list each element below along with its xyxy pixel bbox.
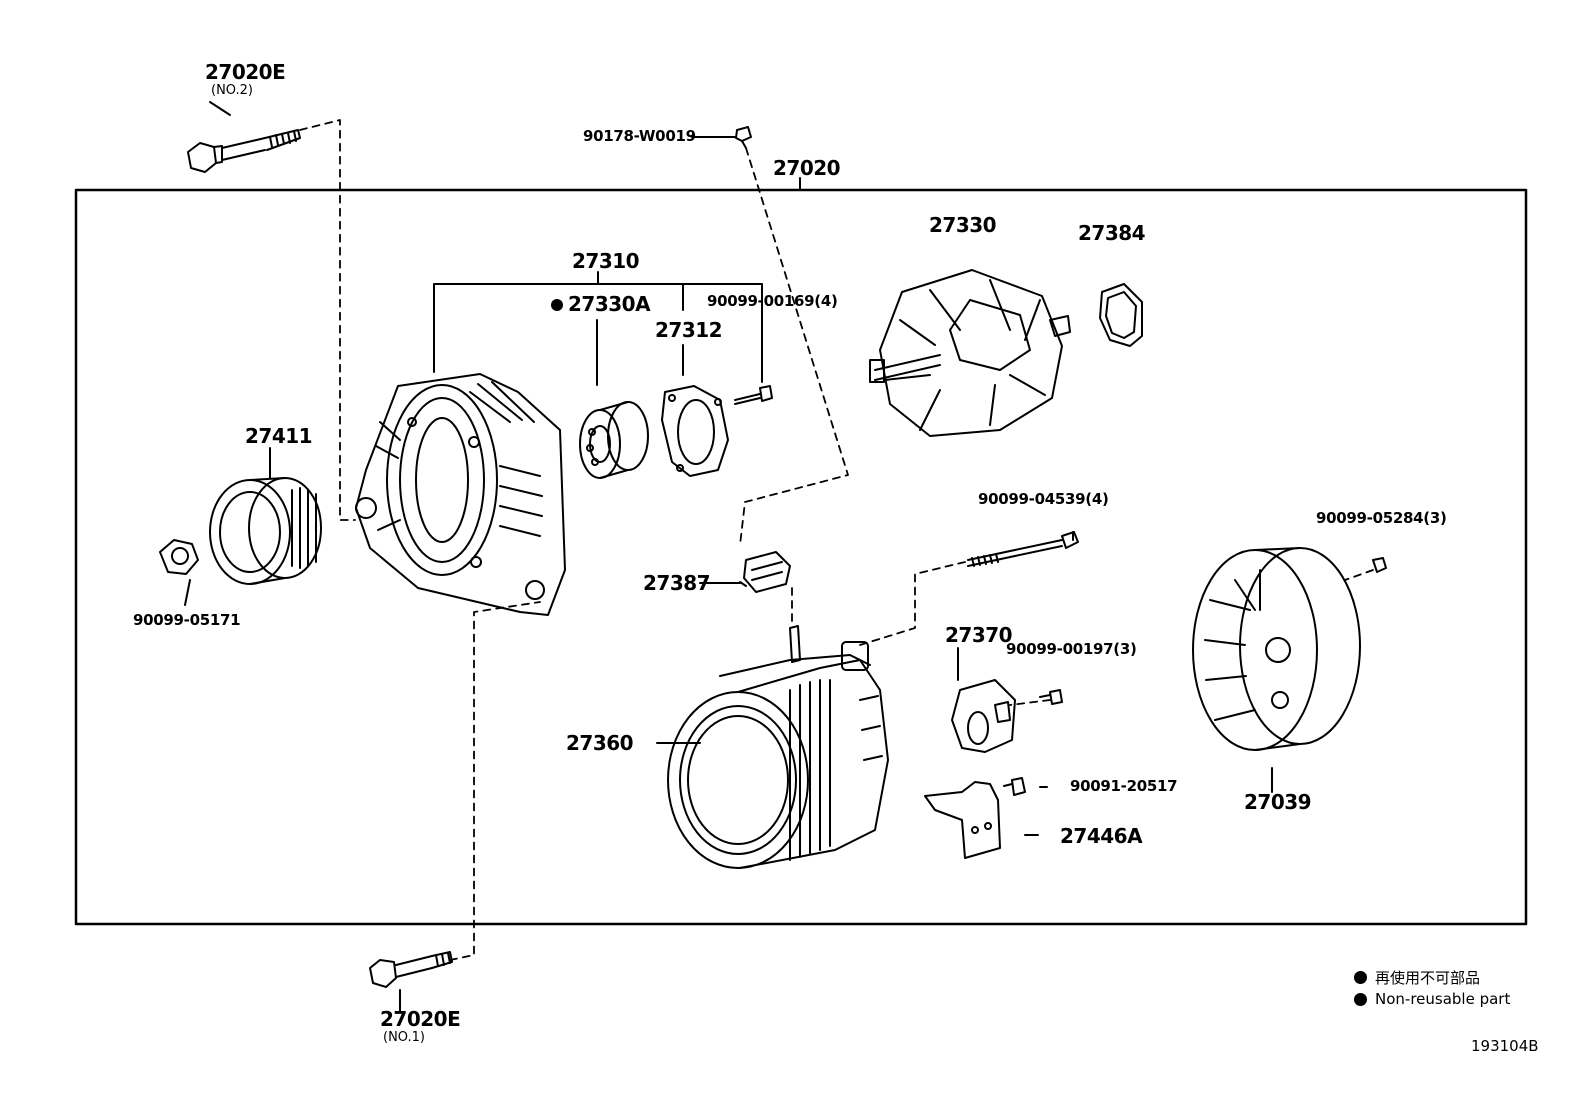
label-90099-04539: 90099-04539(4): [978, 490, 1109, 508]
diagram-code: 193104B: [1471, 1037, 1539, 1055]
label-90099-00197: 90099-00197(3): [1006, 640, 1137, 658]
legend: 再使用不可部品 Non-reusable part: [1354, 966, 1510, 1010]
rotor-27330: [869, 269, 1071, 437]
retainer-plate-27312: [661, 385, 729, 477]
label-27039: 27039: [1244, 790, 1312, 814]
label-27411: 27411: [245, 424, 313, 448]
screw-90091-20517: [1003, 777, 1026, 796]
legend-text-en: Non-reusable part: [1375, 990, 1511, 1008]
legend-row-en: Non-reusable part: [1354, 988, 1510, 1010]
screw-90099-00197: [1039, 689, 1063, 705]
label-90099-05171: 90099-05171: [133, 611, 241, 629]
screw-90099-00169: [734, 385, 773, 405]
rear-frame-27360: [667, 625, 889, 869]
label-27020e-no2-sub: (NO.2): [211, 83, 253, 98]
brush-holder-27370: [951, 679, 1016, 753]
bolt-90099-04539: [967, 531, 1079, 567]
label-90091-20517: 90091-20517: [1070, 777, 1178, 795]
vent-nut-90178: [735, 126, 752, 149]
legend-dot-icon: [1354, 970, 1367, 984]
legend-dot-icon: [1354, 992, 1367, 1006]
legend-row-jp: 再使用不可部品: [1354, 966, 1510, 988]
rear-cover-27039: [1192, 547, 1361, 751]
label-27020e-no2: 27020E: [205, 60, 286, 84]
bearing-27330a: [579, 401, 649, 479]
label-27312: 27312: [655, 318, 723, 342]
label-27020e-no1: 27020E: [380, 1007, 461, 1031]
insulator-ring-27384: [1099, 283, 1143, 347]
label-27020e-no1-sub: (NO.1): [383, 1030, 425, 1045]
bolt-27020e-no1: [369, 951, 453, 988]
pulley-27411: [209, 477, 322, 585]
drive-end-frame-27310: [355, 373, 566, 616]
dash-bolt-no1: [449, 601, 541, 961]
bolt-27020e-no2: [187, 129, 301, 173]
label-27360: 27360: [566, 731, 634, 755]
non-reusable-dot-27330a: [551, 299, 563, 311]
nut-90099-05284: [1372, 557, 1387, 573]
label-27446a: 27446A: [1060, 824, 1143, 848]
nut-90099-05171: [159, 539, 199, 575]
dash-bolt-no2: [299, 119, 356, 521]
label-27330a: 27330A: [568, 292, 651, 316]
label-27310: 27310: [572, 249, 640, 273]
dash-vent-screw: [739, 147, 849, 546]
label-27330: 27330: [929, 213, 997, 237]
dash-long-bolt: [859, 561, 966, 646]
label-27384: 27384: [1078, 221, 1146, 245]
grommet-27387: [739, 551, 791, 593]
legend-text-jp: 再使用不可部品: [1375, 968, 1481, 987]
label-90099-00169: 90099-00169(4): [707, 292, 838, 310]
label-27020: 27020: [773, 156, 841, 180]
label-27370: 27370: [945, 623, 1013, 647]
label-27387: 27387: [643, 571, 711, 595]
label-90099-05284: 90099-05284(3): [1316, 509, 1447, 527]
label-90178-w0019: 90178-W0019: [583, 127, 696, 145]
bracket-27446a: [924, 781, 1001, 859]
